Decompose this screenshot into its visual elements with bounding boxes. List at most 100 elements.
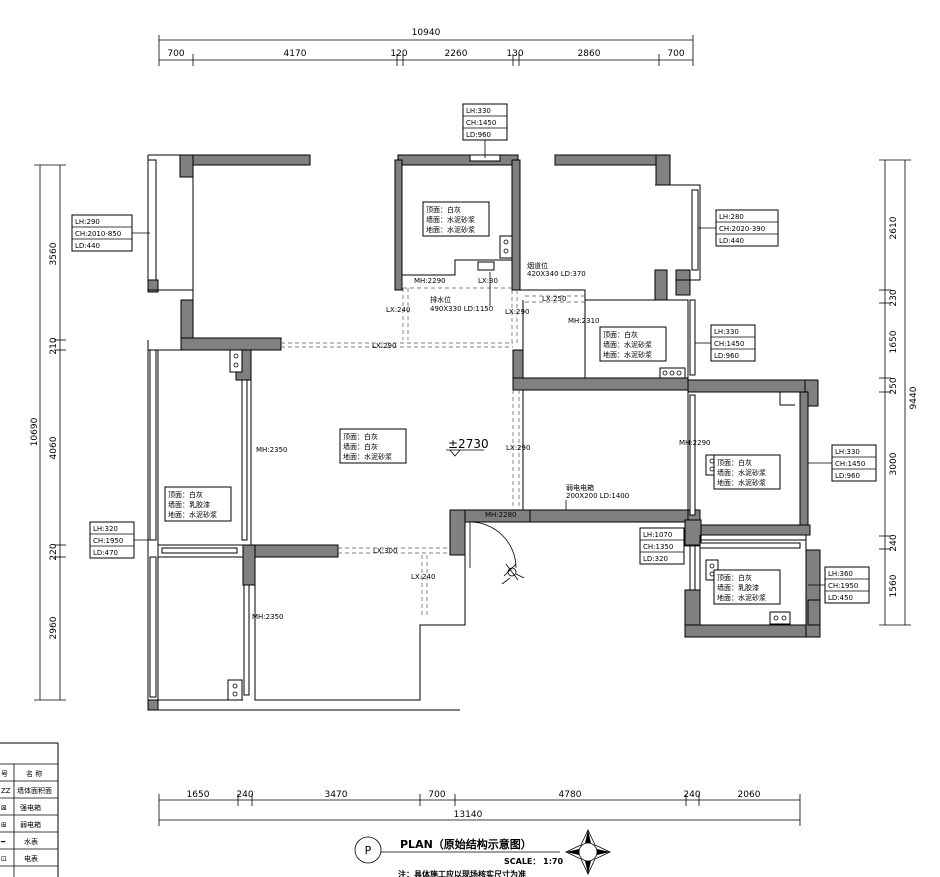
note-ceiling: 顶面：白灰 <box>343 432 378 441</box>
note-floor: 地面：水泥砂浆 <box>168 510 217 519</box>
bottom-dim-6: 240 <box>683 790 700 800</box>
room-note-4: 顶面：白灰 墙面：乳胶漆 地面：水泥砂浆 <box>164 486 232 522</box>
info-ld: LD:960 <box>714 352 739 360</box>
room-note-6: 顶面：白灰 墙面：乳胶漆 地面：水泥砂浆 <box>713 569 781 605</box>
top-dim-6: 2860 <box>578 49 601 59</box>
mh-2310-label: MH:2310 <box>568 317 599 325</box>
lx-290-label-1: LX:290 <box>505 308 529 316</box>
info-ld: LD:320 <box>643 555 668 563</box>
flue-label: 烟道位 <box>527 261 548 270</box>
info-ch: CH:1450 <box>835 460 865 468</box>
info-ch: CH:1950 <box>828 582 858 590</box>
bottom-dim-3: 3470 <box>325 790 348 800</box>
compass-icon <box>565 829 611 875</box>
plan-title: PLAN（原始结构示意图） <box>400 837 532 851</box>
bottom-dim-1: 1650 <box>187 790 210 800</box>
bottom-total-dimension: 13140 <box>454 810 483 820</box>
entrance-person-icon <box>501 563 525 585</box>
lx-290-label-3: LX:290 <box>506 444 530 452</box>
lx-290-label-2: LX:290 <box>372 342 396 350</box>
room-note-3: 顶面：白灰 墙面：白灰 地面：水泥砂浆 <box>339 428 407 464</box>
note-wall: 墙面：水泥砂浆 <box>717 468 766 477</box>
drain-size-label: 490X330 LD:1150 <box>430 305 493 313</box>
beam-dashed-lines <box>281 287 585 615</box>
bottom-dimension-chain: 1650 240 3470 700 4780 240 2060 13140 <box>158 790 801 826</box>
top-dim-5: 130 <box>506 49 523 59</box>
right-dim-5: 3000 <box>889 452 899 475</box>
left-dim-4: 220 <box>49 543 59 560</box>
info-ld: LD:440 <box>719 237 744 245</box>
room-finish-notes: 顶面：白灰 墙面：水泥砂浆 地面：水泥砂浆 顶面：白灰 墙面：水泥砂浆 地面：水… <box>164 201 781 605</box>
room-note-2: 顶面：白灰 墙面：水泥砂浆 地面：水泥砂浆 <box>599 326 667 362</box>
top-total-dimension: 10940 <box>412 28 441 38</box>
legend-name-strong-box: 强电箱 <box>20 803 41 812</box>
note-ceiling: 顶面：白灰 <box>426 205 461 214</box>
note-floor: 地面：水泥砂浆 <box>426 225 475 234</box>
plan-note: 注：具体施工应以现场核实尺寸为准 <box>398 869 526 877</box>
note-wall: 墙面：水泥砂浆 <box>426 215 475 224</box>
left-dim-2: 210 <box>49 337 59 354</box>
mh-2290-label-2: MH:2290 <box>679 439 710 447</box>
plan-symbol-circle <box>354 836 382 864</box>
info-ld: LD:440 <box>75 242 100 250</box>
legend-symbol-wall: ZZ <box>1 787 11 795</box>
plan-scale: SCALE： 1:70 <box>504 857 564 866</box>
info-box-right-middle: LH:330 CH:1450 LD:960 <box>695 324 756 362</box>
mh-2280-label: MH:2280 <box>485 511 516 519</box>
info-ld: LD:960 <box>835 472 860 480</box>
note-wall: 墙面：乳胶漆 <box>168 500 210 509</box>
legend-name-electric-meter: 电表 <box>24 854 38 863</box>
drain-fixture-2 <box>227 679 243 701</box>
room-note-5: 顶面：白灰 墙面：水泥砂浆 地面：水泥砂浆 <box>713 454 781 490</box>
info-box-far-right-lower: LH:360 CH:1950 LD:450 <box>808 566 870 604</box>
right-total-dimension: 9440 <box>909 386 919 409</box>
info-ch: CH:1450 <box>714 340 744 348</box>
info-lh: LH:280 <box>719 213 744 221</box>
drain-label: 排水位 <box>430 295 451 304</box>
info-lh: LH:330 <box>835 448 860 456</box>
info-ch: CH:1350 <box>643 543 673 551</box>
note-floor: 地面：水泥砂浆 <box>603 350 652 359</box>
note-wall: 墙面：水泥砂浆 <box>603 340 652 349</box>
drain-fixture-3 <box>499 235 513 259</box>
info-lh: LH:1070 <box>643 531 672 539</box>
legend-header-no: 号 <box>1 770 8 778</box>
legend-name-weak-box: 弱电箱 <box>20 820 41 829</box>
left-dim-3: 4060 <box>49 436 59 459</box>
lx-250-label: LX:250 <box>542 295 566 303</box>
note-wall: 墙面：白灰 <box>343 442 378 451</box>
legend-symbol-water-meter: ━ <box>0 838 6 846</box>
legend-symbol-weak-box: ⊞ <box>1 821 7 829</box>
info-ch: CH:1950 <box>93 537 123 545</box>
left-total-dimension: 10690 <box>30 417 40 446</box>
plan-annotations: ±2730 MH:2290 LX:30 LX:240 LX:290 LX:250… <box>252 261 710 621</box>
bottom-dim-7: 2060 <box>738 790 761 800</box>
mh-2350-label-2: MH:2350 <box>252 613 283 621</box>
title-block: P PLAN（原始结构示意图） SCALE： 1:70 注：具体施工应以现场核实… <box>354 829 611 877</box>
window-info-boxes: LH:330 CH:1450 LD:960 LH:290 CH:2010-850… <box>71 103 877 604</box>
right-dim-7: 1560 <box>889 574 899 597</box>
flue-box <box>477 261 495 271</box>
room-note-1: 顶面：白灰 墙面：水泥砂浆 地面：水泥砂浆 <box>422 201 490 237</box>
left-dim-5: 2960 <box>49 616 59 639</box>
note-floor: 地面：水泥砂浆 <box>717 593 766 602</box>
info-box-far-right: LH:330 CH:1450 LD:960 <box>808 444 877 482</box>
info-ch: CH:2020-390 <box>719 225 765 233</box>
info-lh: LH:330 <box>714 328 739 336</box>
windows <box>147 154 801 698</box>
right-dim-1: 2610 <box>889 216 899 239</box>
mh-2350-label-1: MH:2350 <box>256 446 287 454</box>
info-ld: LD:470 <box>93 549 118 557</box>
legend-name-wall: 墙体面积面 <box>17 786 52 795</box>
info-box-left-upper: LH:290 CH:2010-850 LD:440 <box>71 214 150 252</box>
note-ceiling: 顶面：白灰 <box>603 330 638 339</box>
drain-fixture-4 <box>659 367 686 379</box>
drain-fixture-7 <box>769 611 791 625</box>
weak-box-label: 弱电电箱 <box>566 483 594 492</box>
info-box-center-right: LH:1070 CH:1350 LD:320 <box>639 527 700 565</box>
note-ceiling: 顶面：白灰 <box>717 573 752 582</box>
info-ch: CH:2010-850 <box>75 230 121 238</box>
note-ceiling: 顶面：白灰 <box>717 458 752 467</box>
left-dim-1: 3560 <box>49 242 59 265</box>
